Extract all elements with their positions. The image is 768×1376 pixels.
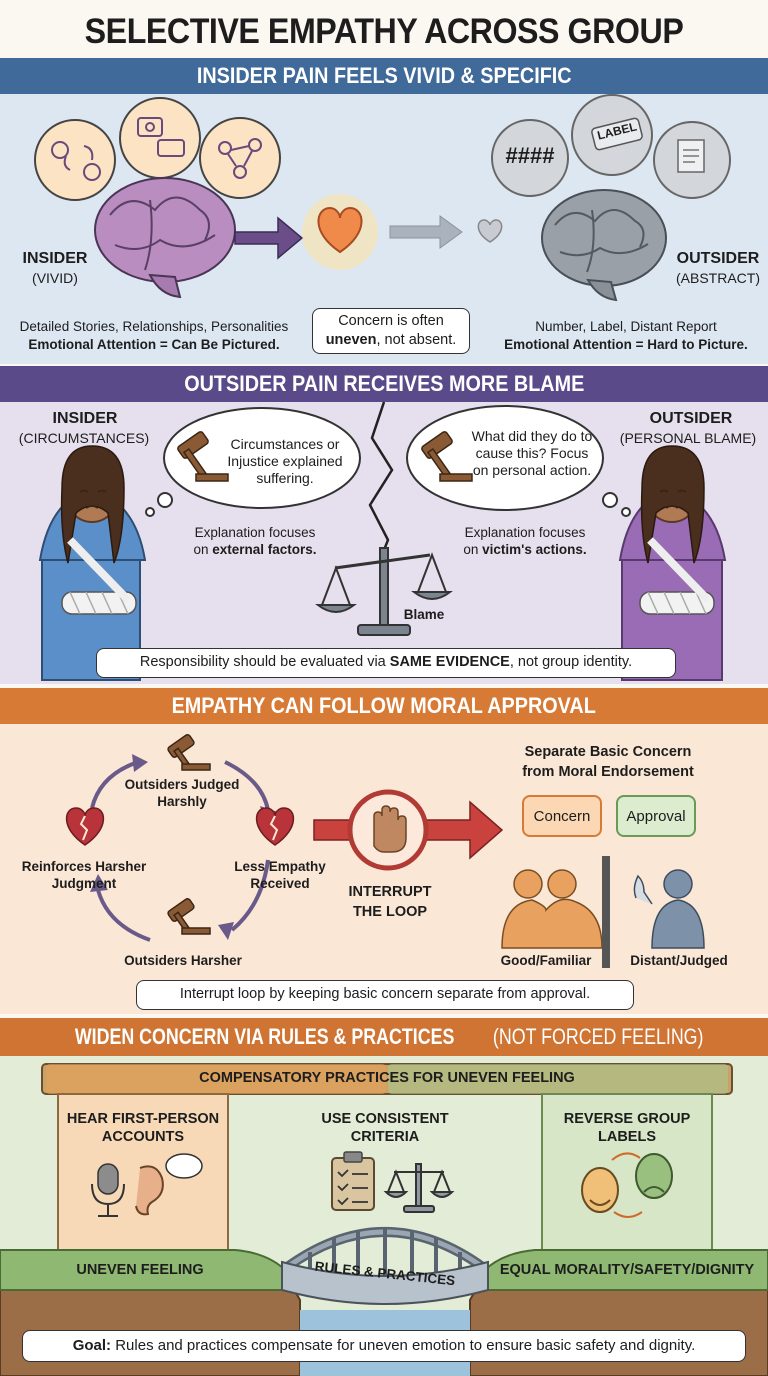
good-familiar-label: Good/Familiar	[500, 953, 592, 968]
cycle-step-judged: Outsiders Judged Harshly	[124, 777, 240, 809]
responsibility-note: Responsibility should be evaluated via S…	[96, 648, 676, 678]
outsider-caption-bold: Emotional Attention = Hard to Picture.	[504, 337, 748, 352]
cycle-step-reinforces: Reinforces Harsher Judgment	[21, 859, 147, 891]
s2-outsider-sub: (PERSONAL BLAME)	[619, 430, 757, 446]
insider-explanation: Explanation focuses on external factors.	[193, 525, 317, 557]
equal-dignity-label: EQUAL MORALITY/SAFETY/DIGNITY	[499, 1262, 755, 1278]
insider-label: INSIDER	[22, 250, 88, 267]
outsider-label: OUTSIDER	[676, 250, 760, 267]
separate-heading-1: Separate Basic Concern	[524, 744, 692, 760]
section3-illustration	[65, 734, 705, 968]
s2-outsider-label: OUTSIDER	[649, 410, 733, 427]
insider-thought-bubbles	[34, 94, 731, 302]
outsider-explanation: Explanation focuses on victim's actions.	[463, 525, 587, 557]
scale-blame-label: Blame	[403, 607, 445, 622]
goal-note: Goal: Rules and practices compensate for…	[22, 1330, 746, 1362]
section3-header: EMPATHY CAN FOLLOW MORAL APPROVAL	[0, 688, 768, 724]
practice-first-person: HEAR FIRST-PERSON ACCOUNTS	[66, 1111, 220, 1145]
outsider-caption: Number, Label, Distant Report	[535, 319, 717, 334]
outsider-number-bubble: ####	[505, 143, 555, 168]
insider-caption: Detailed Stories, Relationships, Persona…	[19, 319, 289, 334]
section2-header: OUTSIDER PAIN RECEIVES MORE BLAME	[0, 366, 768, 402]
section4-header: WIDEN CONCERN VIA RULES & PRACTICES (NOT…	[0, 1018, 768, 1056]
approval-box: Approval	[616, 795, 696, 837]
concern-box: Concern	[522, 795, 602, 837]
insider-caption-bold: Emotional Attention = Can Be Pictured.	[28, 337, 280, 352]
insider-sub: (VIVID)	[32, 270, 78, 286]
compensatory-banner: COMPENSATORY PRACTICES FOR UNEVEN FEELIN…	[199, 1070, 575, 1086]
s2-insider-sub: (CIRCUMSTANCES)	[18, 430, 150, 446]
outsider-sub: (ABSTRACT)	[676, 270, 760, 286]
section1-header: INSIDER PAIN FEELS VIVID & SPECIFIC	[0, 58, 768, 94]
outsider-thought-text: What did they do to cause this? Focus on…	[471, 428, 593, 478]
insider-thought-text: Circumstances or Injustice explained suf…	[227, 436, 343, 486]
interrupt-label-2: THE LOOP	[352, 904, 428, 920]
separate-heading-2: from Moral Endorsement	[522, 764, 694, 780]
interrupt-note: Interrupt loop by keeping basic concern …	[136, 980, 634, 1010]
practice-consistent-criteria: USE CONSISTENT CRITERIA	[321, 1111, 449, 1145]
s2-insider-label: INSIDER	[52, 410, 118, 427]
distant-judged-label: Distant/Judged	[630, 953, 728, 968]
interrupt-label-1: INTERRUPT	[348, 884, 432, 900]
section2-illustration	[38, 401, 727, 681]
uneven-feeling-label: UNEVEN FEELING	[76, 1262, 204, 1278]
cycle-step-harsher: Outsiders Harsher	[124, 953, 242, 968]
center-note: Concern is often uneven, not absent.	[312, 308, 470, 354]
cycle-step-less-empathy: Less Empathy Received	[234, 859, 326, 891]
practice-reverse-labels: REVERSE GROUP LABELS	[563, 1111, 691, 1145]
